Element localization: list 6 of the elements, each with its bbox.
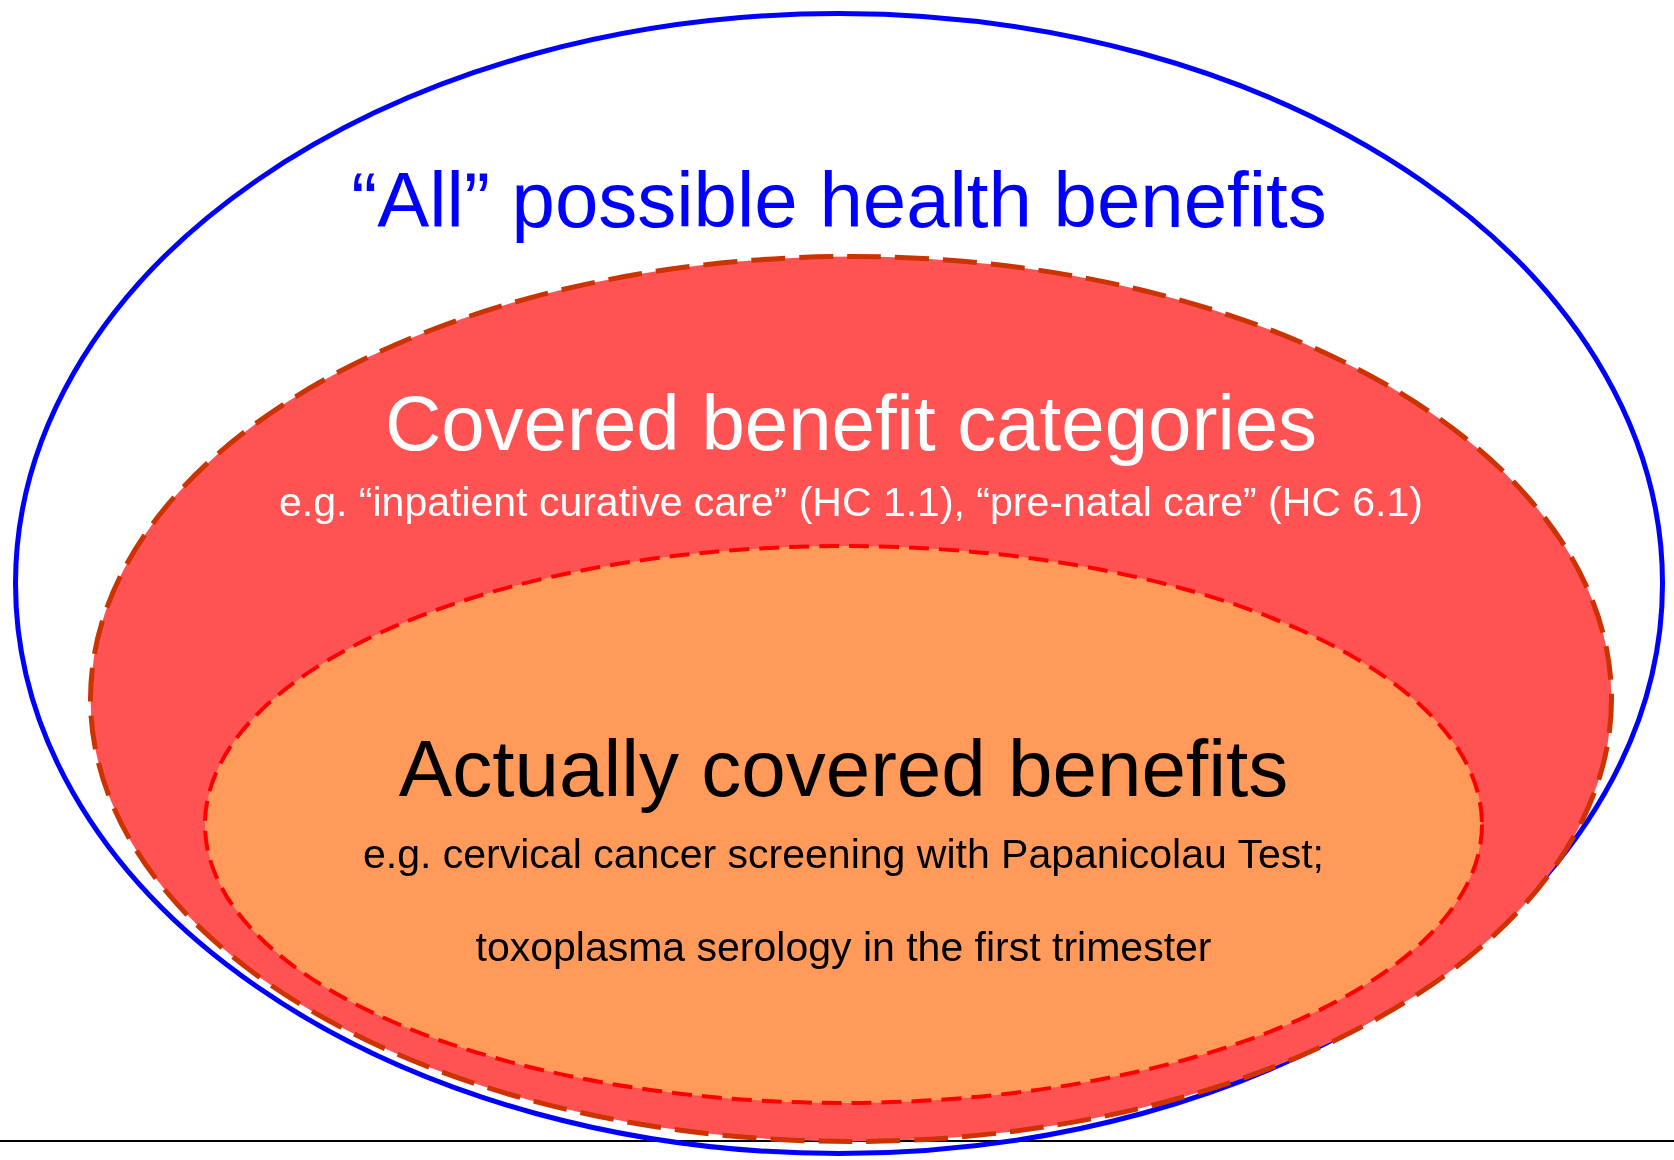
example-text: e.g. cervical cancer screening with Papanicolau Test;	[363, 834, 1324, 875]
ellipse-region	[203, 544, 1484, 1105]
example-text: toxoplasma serology in the first trimester	[475, 927, 1212, 968]
ellipse-region	[88, 254, 1614, 1144]
example-text: e.g. “inpatient curative care” (HC 1.1), “pre-natal care” (HC 6.1)	[279, 482, 1423, 523]
ellipse-region	[13, 11, 1665, 1156]
